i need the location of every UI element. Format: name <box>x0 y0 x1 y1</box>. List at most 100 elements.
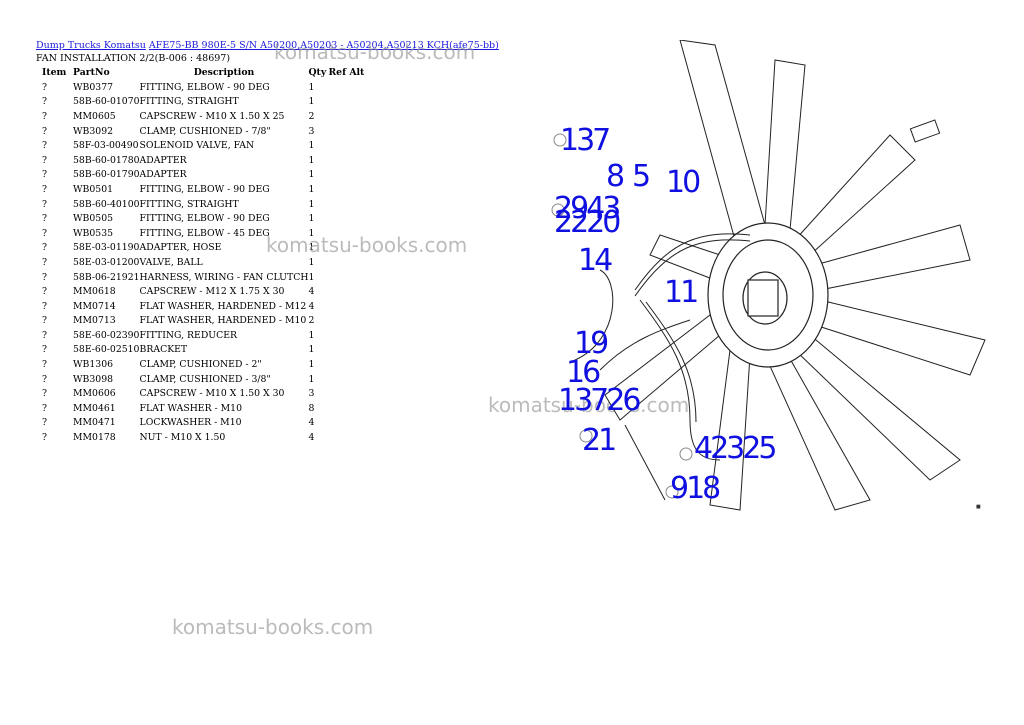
corner-mark: ■ <box>976 504 981 510</box>
breadcrumb-link-dump-trucks[interactable]: Dump Trucks Komatsu <box>36 40 146 51</box>
refalt-cell <box>328 197 364 212</box>
partno-cell: 58B-60-40100 <box>73 198 140 210</box>
item-cell: ? <box>42 96 47 108</box>
description-cell: BRACKET <box>139 344 188 356</box>
partno-cell: 58E-03-01200 <box>73 256 140 268</box>
item-cell: ? <box>42 315 47 327</box>
callout-label: 16 <box>566 355 600 390</box>
qty-cell: 1 <box>308 198 315 210</box>
partno-cell: MM0178 <box>73 432 116 444</box>
refalt-cell <box>328 357 364 372</box>
refalt-cell <box>328 241 364 256</box>
description-cell: FLAT WASHER, HARDENED - M10 <box>139 315 307 327</box>
fan-blade <box>794 134 916 256</box>
description-cell: CAPSCREW - M10 X 1.50 X 30 <box>139 388 285 400</box>
refalt-cell <box>328 138 364 153</box>
partno-cell: MM0461 <box>73 402 116 414</box>
callout-label: 10 <box>666 165 700 200</box>
partno-cell: 58E-60-02390 <box>73 329 140 341</box>
fan-blade <box>814 224 971 291</box>
item-cell: ? <box>42 402 47 414</box>
callout-label: 5 <box>632 159 649 194</box>
refalt-cell <box>328 80 364 95</box>
fan-hub <box>707 222 829 368</box>
qty-cell: 2 <box>308 110 315 122</box>
description-cell: FITTING, REDUCER <box>139 329 238 341</box>
item-cell: ? <box>42 227 47 239</box>
refalt-cell <box>328 416 364 431</box>
qty-cell: 1 <box>308 140 315 152</box>
partno-cell: WB3098 <box>73 373 114 385</box>
item-cell: ? <box>42 183 47 195</box>
item-cell: ? <box>42 359 47 371</box>
refalt-cell <box>328 95 364 110</box>
item-cell: ? <box>42 169 47 181</box>
description-cell: CLAMP, CUSHIONED - 7/8" <box>139 125 271 137</box>
partno-cell: WB0505 <box>73 213 114 225</box>
refalt-cell <box>328 153 364 168</box>
description-cell: FITTING, ELBOW - 90 DEG <box>139 183 270 195</box>
description-cell: NUT - M10 X 1.50 <box>139 432 226 444</box>
partno-cell: WB0501 <box>73 183 114 195</box>
partno-cell: 58F-03-00490 <box>73 140 139 152</box>
refalt-cell <box>328 328 364 343</box>
refalt-cell <box>328 314 364 329</box>
fan-blades <box>604 40 986 511</box>
description-cell: FITTING, ELBOW - 45 DEG <box>139 227 270 239</box>
item-cell: ? <box>42 140 47 152</box>
callout-label: 918 <box>670 471 720 506</box>
item-cell: ? <box>42 344 47 356</box>
partno-cell: WB1306 <box>73 359 114 371</box>
qty-cell: 1 <box>308 169 315 181</box>
description-cell: FLAT WASHER - M10 <box>139 402 242 414</box>
qty-cell: 3 <box>308 388 315 400</box>
refalt-cell <box>328 299 364 314</box>
parts-table: Item PartNo Description Qty Ref Alt ?WB0… <box>36 64 364 445</box>
description-cell: CAPSCREW - M12 X 1.75 X 30 <box>139 286 285 298</box>
callout-label: 8 <box>606 159 624 194</box>
qty-cell: 1 <box>308 81 315 93</box>
qty-cell: 4 <box>308 417 315 429</box>
breadcrumb-link-model[interactable]: AFE75-BB 980E-5 S/N A50200,A50203 - A502… <box>148 40 499 51</box>
description-cell: ADAPTER, HOSE <box>139 242 222 254</box>
callout-label: 2220 <box>554 205 620 240</box>
partno-cell: MM0714 <box>73 300 116 312</box>
description-cell: ADAPTER <box>139 154 187 166</box>
callout-label: 19 <box>574 326 607 361</box>
refalt-cell <box>328 372 364 387</box>
description-cell: FLAT WASHER, HARDENED - M12 <box>139 300 307 312</box>
refalt-cell <box>328 109 364 124</box>
partno-cell: MM0713 <box>73 315 116 327</box>
item-cell: ? <box>42 286 47 298</box>
qty-cell: 8 <box>308 402 315 414</box>
qty-cell: 1 <box>308 213 315 225</box>
description-cell: LOCKWASHER - M10 <box>139 417 242 429</box>
item-cell: ? <box>42 125 47 137</box>
qty-cell: 1 <box>308 359 315 371</box>
qty-cell: 1 <box>308 271 315 283</box>
partno-cell: WB3092 <box>73 125 114 137</box>
item-cell: ? <box>42 198 47 210</box>
callout-label: 11 <box>664 275 697 310</box>
fan-blade <box>764 59 806 231</box>
fan-installation-diagram: 137 8 5 10 2943 2220 14 11 19 16 13726 2… <box>551 40 986 511</box>
breadcrumb: Dump Trucks Komatsu AFE75-BB 980E-5 S/N … <box>36 40 499 51</box>
refalt-cell <box>328 124 364 139</box>
description-cell: FITTING, STRAIGHT <box>139 198 239 210</box>
qty-cell: 1 <box>308 344 315 356</box>
partno-cell: 58B-60-01780 <box>73 154 140 166</box>
refalt-cell <box>328 182 364 197</box>
